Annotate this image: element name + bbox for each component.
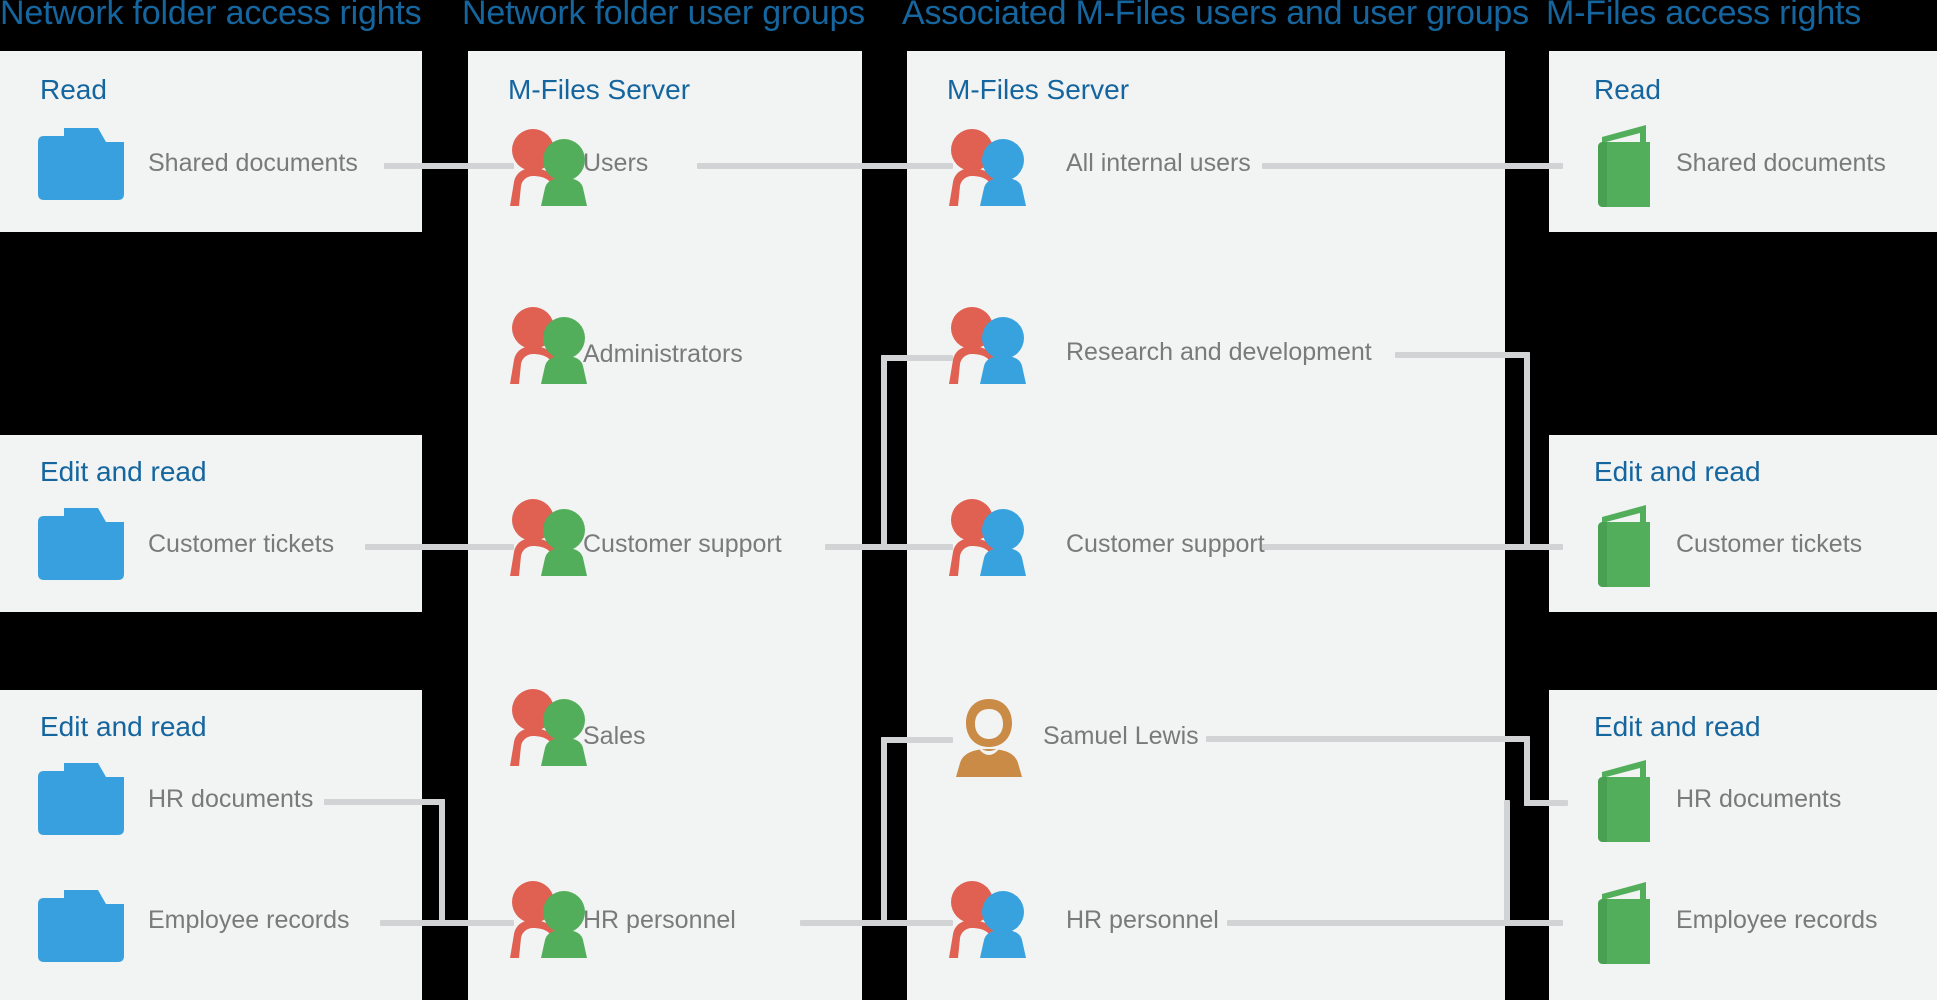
- connector-c3r5-up: [1504, 800, 1510, 926]
- group-title-col4-edit-read-1: Edit and read: [1594, 456, 1761, 487]
- row-label-col4-customer-tickets: Customer tickets: [1676, 530, 1863, 558]
- vault-book-icon: [1594, 758, 1656, 842]
- row-label-col3-customer-support: Customer support: [1066, 530, 1265, 558]
- row-label-col2-customer-support: Customer support: [583, 530, 782, 558]
- group-title-col4-read: Read: [1594, 74, 1661, 105]
- connector-c3r2-down: [1524, 352, 1530, 548]
- user-group-red-blue-icon: [947, 880, 1033, 958]
- user-group-red-green-icon: [508, 128, 594, 206]
- connector-bracket-to-c3r3: [881, 544, 953, 550]
- connector-c2r5-stub: [800, 920, 887, 926]
- connector-c1r3-right: [324, 799, 445, 805]
- connector-c1r2-to-c2r3: [365, 544, 514, 550]
- user-group-red-green-icon: [508, 306, 594, 384]
- connector-c3r3-to-c4r2: [1262, 544, 1563, 550]
- connector-c1r3-down: [439, 799, 445, 923]
- user-group-red-blue-icon: [947, 128, 1033, 206]
- column-header-associated-mfiles-users: Associated M-Files users and user groups: [902, 0, 1529, 32]
- column-header-mfiles-access-rights: M-Files access rights: [1546, 0, 1862, 32]
- group-title-col3-mfiles-server: M-Files Server: [947, 74, 1130, 105]
- connector-bracket-left-1: [881, 355, 887, 550]
- connector-c3r1-to-c4r1: [1262, 163, 1563, 169]
- connector-c3r4-right: [1206, 736, 1530, 742]
- user-group-red-green-icon: [508, 688, 594, 766]
- row-label-col1-customer-tickets: Customer tickets: [148, 530, 335, 558]
- row-label-col4-shared-documents: Shared documents: [1676, 149, 1886, 177]
- group-title-col2-mfiles-server: M-Files Server: [508, 74, 691, 105]
- group-title-col1-edit-read-1: Edit and read: [40, 456, 207, 487]
- row-label-col1-hr-documents: HR documents: [148, 785, 314, 813]
- connector-c2r1-to-c3r1: [697, 163, 953, 169]
- column-header-network-folder-user-groups: Network folder user groups: [462, 0, 865, 32]
- row-label-col2-administrators: Administrators: [583, 340, 743, 368]
- vault-book-icon: [1594, 503, 1656, 587]
- group-title-col1-edit-read-2: Edit and read: [40, 711, 207, 742]
- connector-bracket-left-2: [881, 737, 887, 926]
- row-label-col3-hr-personnel: HR personnel: [1066, 906, 1219, 934]
- row-label-col2-users: Users: [583, 149, 649, 177]
- connector-c1r1-to-c2r1: [384, 163, 514, 169]
- single-user-icon: [952, 697, 1026, 777]
- vault-book-icon: [1594, 123, 1656, 207]
- user-group-red-blue-icon: [947, 306, 1033, 384]
- row-label-col3-research-and-development: Research and development: [1066, 338, 1372, 366]
- group-title-col4-edit-read-2: Edit and read: [1594, 711, 1761, 742]
- connector-c3r5-right: [1227, 920, 1563, 926]
- connector-c3r4-to-c4r3: [1524, 800, 1568, 806]
- group-title-col1-read: Read: [40, 74, 107, 105]
- row-label-col3-samuel-lewis: Samuel Lewis: [1043, 722, 1199, 750]
- connector-c1r4-to-c2r5: [380, 920, 514, 926]
- folder-icon: [38, 763, 124, 835]
- connector-c3r2-right: [1395, 352, 1530, 358]
- folder-icon: [38, 508, 124, 580]
- connector-bracket-to-c3r4: [881, 737, 953, 743]
- vault-book-icon: [1594, 880, 1656, 964]
- connector-bracket-to-c3r5: [881, 920, 953, 926]
- row-label-col3-all-internal-users: All internal users: [1066, 149, 1251, 177]
- row-label-col4-employee-records: Employee records: [1676, 906, 1878, 934]
- connector-bracket-to-c3r2: [881, 355, 953, 361]
- connector-c2r3-stub: [825, 544, 887, 550]
- user-group-red-green-icon: [508, 498, 594, 576]
- connector-c3r4-down: [1524, 736, 1530, 806]
- user-group-red-blue-icon: [947, 498, 1033, 576]
- row-label-col1-employee-records: Employee records: [148, 906, 350, 934]
- row-label-col2-hr-personnel: HR personnel: [583, 906, 736, 934]
- row-label-col2-sales: Sales: [583, 722, 646, 750]
- row-label-col1-shared-documents: Shared documents: [148, 149, 358, 177]
- row-label-col4-hr-documents: HR documents: [1676, 785, 1842, 813]
- column-header-network-folder-access-rights: Network folder access rights: [0, 0, 422, 32]
- folder-icon: [38, 128, 124, 200]
- folder-icon: [38, 890, 124, 962]
- user-group-red-green-icon: [508, 880, 594, 958]
